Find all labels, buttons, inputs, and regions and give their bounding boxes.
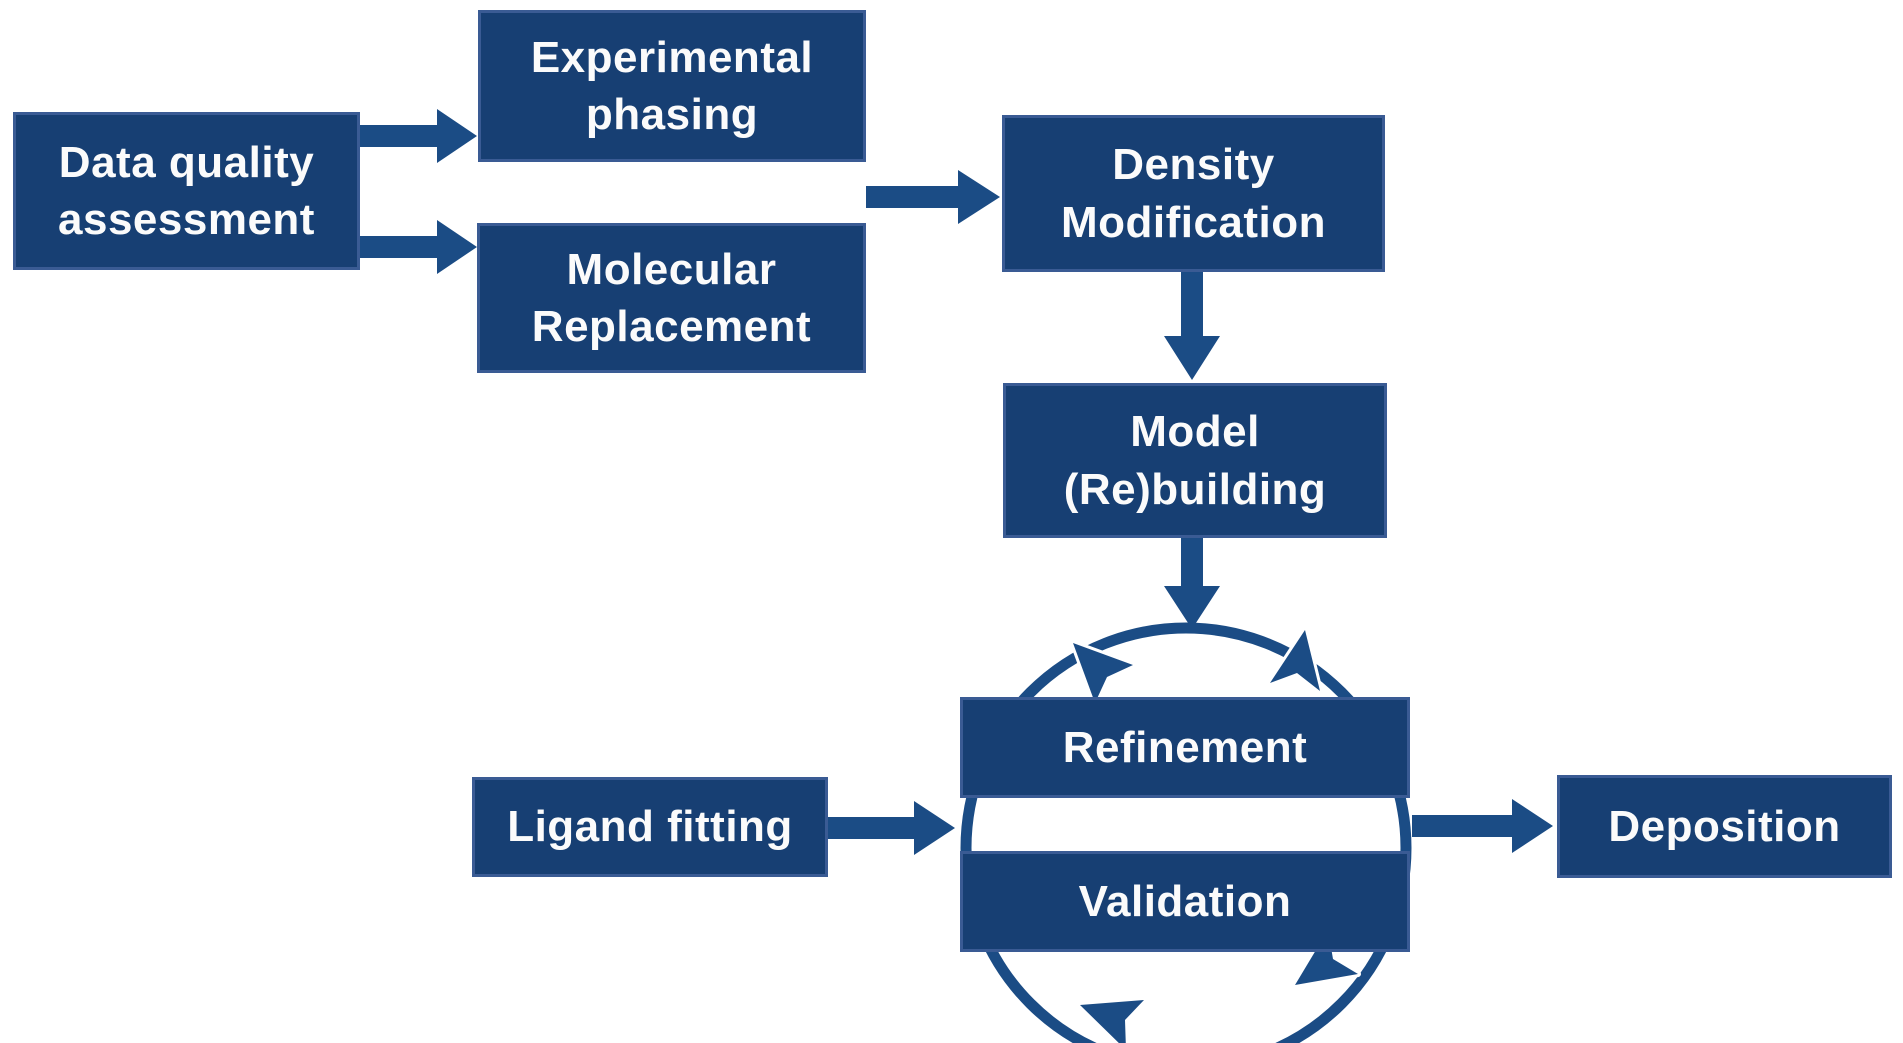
node-label-line: assessment <box>58 195 315 244</box>
node-ligand-fitting: Ligand fitting <box>472 777 828 877</box>
arrow-phasing-to-density-modification <box>866 170 1000 224</box>
node-label-line: phasing <box>585 90 759 139</box>
node-label-line: Validation <box>1078 876 1292 926</box>
arrow-ligand-fitting-to-cycle <box>828 801 955 855</box>
node-label-line: Density <box>1112 140 1275 190</box>
node-label-line: Model <box>1130 407 1260 457</box>
node-label-line: Experimental <box>530 32 814 82</box>
node-label-line: Refinement <box>1062 722 1308 772</box>
node-label-line: (Re)building <box>1063 464 1327 514</box>
node-label-line: Deposition <box>1608 801 1841 851</box>
node-label-line: Data quality <box>58 137 315 187</box>
arrow-cycle-to-deposition <box>1412 799 1553 853</box>
arrow-data-quality-to-molecular-replacement <box>360 220 477 274</box>
arrow-density-modification-to-model-rebuilding <box>1164 272 1220 380</box>
node-validation: Validation <box>960 851 1410 952</box>
node-label-line: Replacement <box>531 302 812 351</box>
arrow-model-rebuilding-to-cycle <box>1164 538 1220 629</box>
node-label-line: Molecular <box>566 244 777 294</box>
cycle-arrowhead-top-left <box>1070 640 1136 706</box>
cycle-arrowhead-bottom-left <box>1077 997 1147 1043</box>
arrow-data-quality-to-experimental-phasing <box>360 109 477 163</box>
cycle-arrowhead-top-right <box>1267 627 1323 694</box>
node-density-modification: Density Modification <box>1002 115 1385 272</box>
node-model-rebuilding: Model (Re)building <box>1003 383 1387 538</box>
node-data-quality-assessment: Data quality assessment <box>13 112 360 270</box>
node-label-line: Modification <box>1060 197 1327 247</box>
node-molecular-replacement: Molecular Replacement <box>477 223 866 373</box>
node-experimental-phasing: Experimental phasing <box>478 10 866 162</box>
node-deposition: Deposition <box>1557 775 1892 878</box>
node-refinement: Refinement <box>960 697 1410 798</box>
cycle-circle <box>960 622 1412 1043</box>
node-label-line: Ligand fitting <box>507 802 793 852</box>
